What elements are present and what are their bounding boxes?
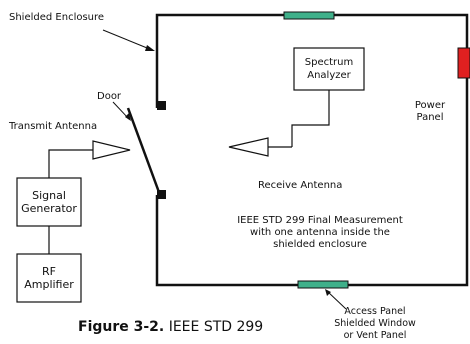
door-hinge-bottom <box>157 190 166 199</box>
rf-amplifier-box <box>16 253 82 303</box>
door-label: Door <box>97 91 122 102</box>
power-panel-label: Power Panel <box>410 100 450 124</box>
transmit-antenna <box>92 140 131 160</box>
enclosure-wall <box>155 13 469 287</box>
transmit-antenna-label: Transmit Antenna <box>9 121 98 132</box>
access-panel-leader-arrow <box>325 289 331 296</box>
signal-generator-line2: Generator <box>21 202 77 215</box>
access-vent-panel <box>297 280 349 289</box>
enclosure-leader-arrow <box>145 45 155 51</box>
access-panel-line1: Access Panel <box>344 306 406 317</box>
receive-cable <box>291 90 330 145</box>
rf-amplifier-line2: Amplifier <box>24 278 74 291</box>
signal-generator-box <box>16 177 82 227</box>
spectrum-analyzer-label: Spectrum Analyzer <box>294 56 364 82</box>
receive-antenna <box>228 137 269 157</box>
description-line2: with one antenna inside the <box>250 227 390 238</box>
enclosure-leader <box>102 29 153 51</box>
power-panel-line1: Power <box>414 100 446 111</box>
door-hinge-top <box>157 101 166 110</box>
spectrum-analyzer-line2: Analyzer <box>307 70 351 81</box>
top-vent-panel <box>283 11 335 20</box>
access-panel-label: Access Panel Shielded Window or Vent Pan… <box>330 306 420 342</box>
door-leader-arrow <box>125 113 131 121</box>
transmit-cable <box>48 149 93 178</box>
shielded-enclosure-label: Shielded Enclosure <box>9 12 105 23</box>
signal-generator-line1: Signal <box>32 189 66 202</box>
door <box>126 107 162 196</box>
spectrum-analyzer-line1: Spectrum <box>304 57 354 68</box>
description-line3: shielded enclosure <box>273 239 367 250</box>
access-panel-line3: or Vent Panel <box>343 330 407 341</box>
figure-title: IEEE STD 299 <box>164 319 264 335</box>
figure-caption: Figure 3-2. IEEE STD 299 <box>78 319 263 335</box>
description-line1: IEEE STD 299 Final Measurement <box>237 215 403 226</box>
power-panel-line2: Panel <box>416 112 444 123</box>
power-panel <box>457 47 470 79</box>
receive-antenna-label: Receive Antenna <box>258 180 343 191</box>
figure-number: Figure 3-2. <box>78 319 165 335</box>
rf-amplifier-label: RF Amplifier <box>17 265 81 291</box>
signal-generator-label: Signal Generator <box>17 189 81 215</box>
access-panel-line2: Shielded Window <box>334 318 416 329</box>
measurement-description: IEEE STD 299 Final Measurement with one … <box>230 215 410 251</box>
access-panel-leader <box>326 290 347 310</box>
rf-amplifier-line1: RF <box>42 265 56 278</box>
